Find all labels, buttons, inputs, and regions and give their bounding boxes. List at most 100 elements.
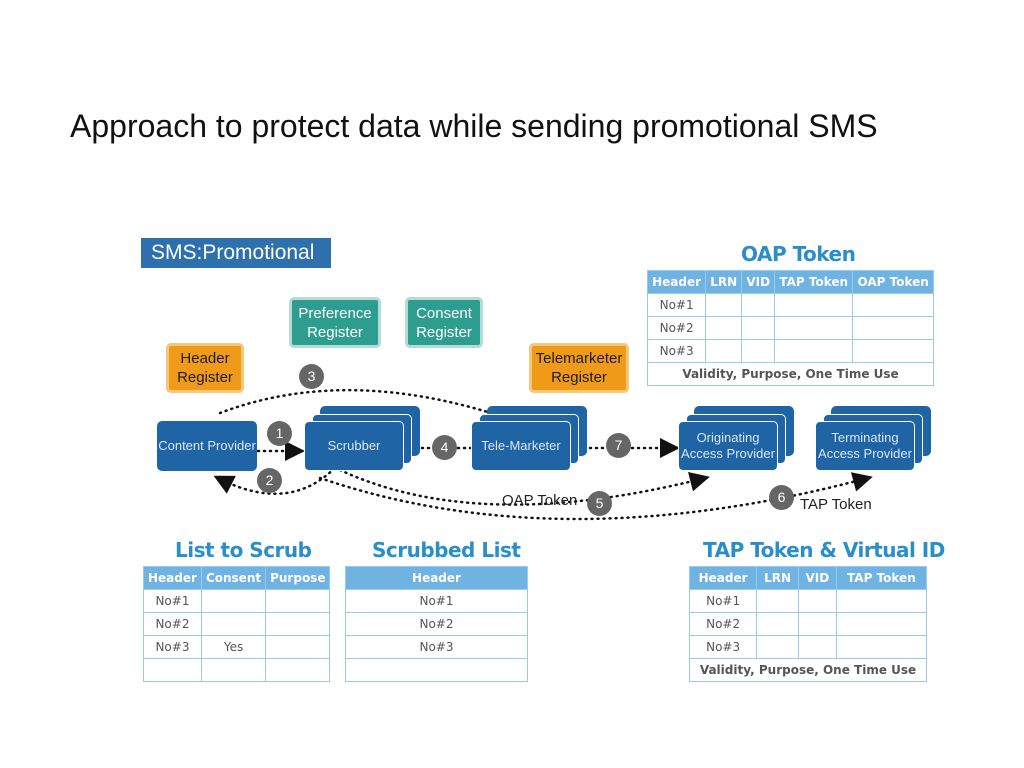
slide-title: Approach to protect data while sending p… [70,108,878,144]
table-footer: Validity, Purpose, One Time Use [689,658,927,682]
consent-register: Consent Register [405,297,483,348]
table-cell: No#3 [143,635,202,659]
table-header-cell: VID [741,270,776,294]
table-cell [852,339,934,363]
header-register: Header Register [166,343,244,393]
telemarketer-register: Telemarketer Register [529,343,629,393]
step-5-badge: 5 [587,491,612,516]
table-cell [200,612,267,636]
table-header-cell: LRN [756,566,799,590]
table-cell: No#2 [143,612,202,636]
table-cell [852,316,934,340]
table-cell: No#1 [688,589,758,613]
table-header-cell: Header [688,566,758,590]
scrubbed-list-table: Header No#1 No#2 No#3 [345,566,528,682]
table-cell [705,293,743,317]
oap-token-table-title: OAP Token [741,242,856,266]
content-provider-node: Content Provider [157,421,257,471]
table-row: No#1 [646,293,934,317]
table-cell [143,658,202,682]
table-row: No#2 [688,612,928,636]
table-cell: No#1 [143,589,202,613]
table-cell: No#2 [646,316,707,340]
table-footer-row: Validity, Purpose, One Time Use [647,362,934,386]
table-cell [774,339,854,363]
table-cell: No#1 [345,589,528,613]
table-cell: Yes [200,635,267,659]
table-row: No#3 [688,635,928,659]
step-1-badge: 1 [267,421,292,446]
table-header-cell: OAP Token [852,270,934,294]
table-header-cell: LRN [705,270,743,294]
table-cell: No#2 [688,612,758,636]
table-cell: No#3 [345,635,528,659]
table-cell [797,635,837,659]
table-header-cell: Consent [200,566,267,590]
table-row: No#2 [143,612,331,636]
table-header-cell: Header [345,566,528,590]
table-cell: No#1 [646,293,707,317]
table-cell: No#3 [646,339,707,363]
table-cell [852,293,934,317]
table-row: No#2 [345,612,528,636]
table-cell [835,635,928,659]
oap-token-flow-label: OAP Token [502,492,578,509]
table-cell [265,589,331,613]
tap-token-flow-label: TAP Token [800,496,872,513]
table-cell [756,612,799,636]
table-row: No#1 [143,589,331,613]
table-header-cell: Header [143,566,202,590]
scrubber-node: Scrubber [304,421,404,471]
table-cell [797,612,837,636]
table-header-cell: VID [797,566,837,590]
table-row: No#3 Yes [143,635,331,659]
table-header-cell: TAP Token [835,566,928,590]
table-cell [200,658,267,682]
table-cell [265,612,331,636]
table-cell [345,658,528,682]
table-cell [774,293,854,317]
table-header-cell: Purpose [265,566,331,590]
table-cell [741,339,776,363]
telemarketer-node: Tele-Marketer [471,421,571,471]
table-cell [835,612,928,636]
table-cell [200,589,267,613]
table-cell [741,293,776,317]
table-row: No#1 [345,589,528,613]
tap-token-table: Header LRN VID TAP Token No#1 No#2 No#3 … [688,566,928,682]
table-cell [741,316,776,340]
table-row [143,658,331,682]
table-cell [705,339,743,363]
table-row [345,658,528,682]
table-cell: No#3 [688,635,758,659]
table-footer: Validity, Purpose, One Time Use [647,362,934,386]
table-row: No#3 [345,635,528,659]
table-cell [835,589,928,613]
table-cell [265,658,331,682]
table-header-cell: Header [646,270,707,294]
table-header-cell: TAP Token [774,270,854,294]
table-row: No#1 [688,589,928,613]
table-footer-row: Validity, Purpose, One Time Use [689,658,927,682]
oap-token-table: Header LRN VID TAP Token OAP Token No#1 … [646,270,934,386]
tap-node: Terminating Access Provider [815,421,915,471]
table-cell [265,635,331,659]
table-row: No#3 [646,339,934,363]
table-cell [797,589,837,613]
step-3-badge: 3 [299,364,324,389]
list-to-scrub-title: List to Scrub [175,538,312,562]
step-4-badge: 4 [432,435,457,460]
table-cell [705,316,743,340]
list-to-scrub-table: Header Consent Purpose No#1 No#2 No#3 Ye… [143,566,331,682]
table-cell [756,635,799,659]
sms-promotional-tag: SMS:Promotional [141,238,331,268]
preference-register: Preference Register [289,297,381,348]
arrow-5 [338,468,710,506]
table-cell: No#2 [345,612,528,636]
oap-node: Originating Access Provider [678,421,778,471]
step-7-badge: 7 [606,433,631,458]
step-6-badge: 6 [769,485,794,510]
table-row: No#2 [646,316,934,340]
table-cell [774,316,854,340]
scrubbed-list-title: Scrubbed List [372,538,521,562]
